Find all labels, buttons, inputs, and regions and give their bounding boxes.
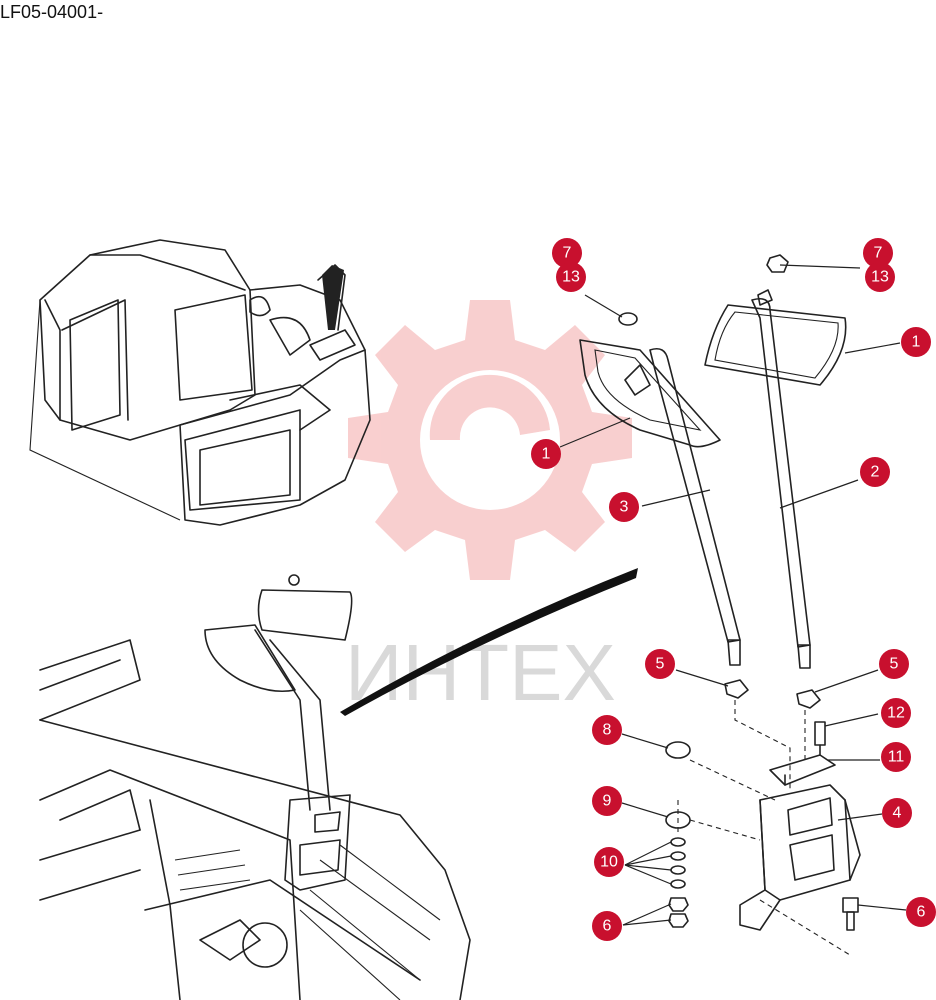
watermark-gear-icon [348, 300, 632, 580]
svg-text:5: 5 [890, 656, 899, 673]
svg-text:7: 7 [874, 245, 883, 262]
svg-text:7: 7 [563, 245, 572, 262]
svg-text:4: 4 [893, 805, 902, 822]
callout-1-left: 1 [531, 439, 561, 469]
svg-text:9: 9 [603, 793, 612, 810]
excavator-cab-illustration [29, 239, 371, 526]
installed-armrest-illustration [39, 574, 471, 1000]
detail-connector [340, 568, 638, 716]
callout-10: 6 [906, 897, 936, 927]
callout-1-right: 1 [901, 327, 931, 357]
svg-text:13: 13 [562, 269, 580, 286]
callout-6-left: 7 [552, 238, 582, 268]
svg-text:12: 12 [887, 705, 905, 722]
callout-2: 2 [860, 457, 890, 487]
svg-text:1: 1 [542, 446, 551, 463]
callout-4: 4 [882, 798, 912, 828]
callout-7-upper: 8 [592, 715, 622, 745]
svg-text:3: 3 [620, 499, 629, 516]
callout-9: 10 [594, 847, 624, 877]
callout-5-right: 5 [879, 649, 909, 679]
svg-text:13: 13 [871, 269, 889, 286]
svg-text:8: 8 [603, 722, 612, 739]
leader-lines [559, 264, 907, 926]
svg-text:10: 10 [600, 854, 618, 871]
svg-text:1: 1 [912, 334, 921, 351]
callout-13-left: 13 [556, 262, 586, 292]
callout-6-right: 7 [863, 238, 893, 268]
svg-text:2: 2 [871, 464, 880, 481]
svg-text:6: 6 [917, 904, 926, 921]
callout-3: 3 [609, 492, 639, 522]
callout-8: 6 [592, 911, 622, 941]
callout-12: 12 [881, 698, 911, 728]
callout-13-right: 13 [865, 262, 895, 292]
svg-text:5: 5 [656, 656, 665, 673]
callout-5-left: 5 [645, 649, 675, 679]
document-code: LF05-04001- [0, 2, 103, 22]
callout-11: 11 [881, 742, 911, 772]
exploded-parts [579, 254, 861, 956]
svg-text:6: 6 [603, 918, 612, 935]
callout-7-lower: 9 [592, 786, 622, 816]
svg-text:11: 11 [888, 749, 905, 766]
